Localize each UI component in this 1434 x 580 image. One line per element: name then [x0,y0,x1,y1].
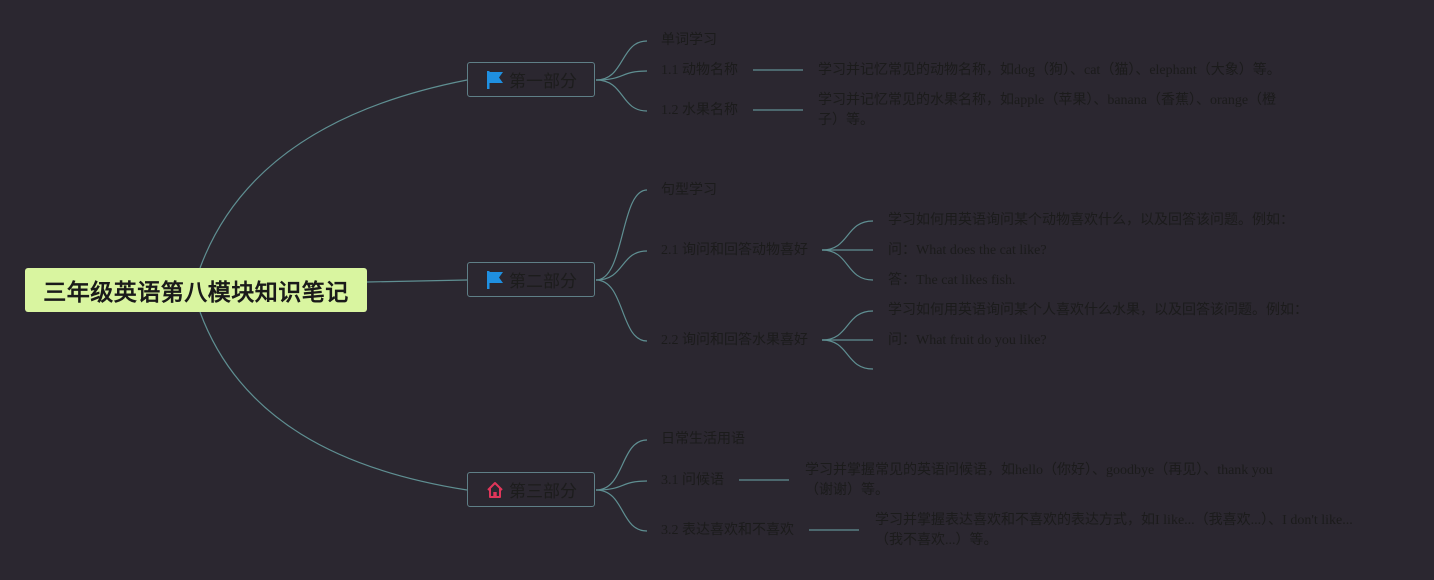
flag-icon [487,270,503,289]
link-part3-heading [595,439,648,491]
item-1-1-detail[interactable]: 学习并记忆常见的动物名称，如dog（狗）、cat（猫）、elephant（大象）… [818,63,1281,78]
link-part2-item2 [595,279,648,342]
item-2-1-detail-3[interactable]: 答：The cat likes fish. [888,273,1016,288]
part-1-heading[interactable]: 单词学习 [661,33,717,48]
link-part3-item2 [595,489,648,532]
part-2-topic[interactable]: 第二部分 [467,262,595,297]
root-topic[interactable]: 三年级英语第八模块知识笔记 [25,268,367,312]
part-3-topic[interactable]: 第三部分 [467,472,595,507]
item-1-2-detail[interactable]: 学习并记忆常见的水果名称，如apple（苹果）、banana（香蕉）、orang… [818,93,1277,128]
link-part1-item1 [595,70,648,81]
item-1-2-label[interactable]: 1.2 水果名称 [661,103,738,118]
item-3-1-detail[interactable]: 学习并掌握常见的英语问候语，如hello（你好）、goodbye（再见）、tha… [805,463,1273,498]
item-2-1-detail-2[interactable]: 问：What does the cat like? [888,243,1047,258]
item-3-2-detail[interactable]: 学习并掌握表达喜欢和不喜欢的表达方式，如I like...（我喜欢...）、I … [875,513,1353,548]
item-2-2-detail-1[interactable]: 学习如何用英语询问某个人喜欢什么水果，以及回答该问题。例如： [888,303,1308,318]
item-2-2-label[interactable]: 2.2 询问和回答水果喜好 [661,333,808,348]
part-2-title: 第二部分 [509,272,577,292]
link-part2-item1 [595,250,648,281]
item-2-1-detail-1[interactable]: 学习如何用英语询问某个动物喜欢什么，以及回答该问题。例如： [888,213,1294,228]
link-root-part1 [199,79,468,269]
link-item22-detail3 [821,339,874,370]
link-part1-item2 [595,79,648,112]
link-part1-heading [595,40,648,81]
link-part2-heading [595,189,648,281]
link-item22-detail1 [821,310,874,341]
flag-icon [487,70,503,89]
part-1-topic[interactable]: 第一部分 [467,62,595,97]
link-part3-item1 [595,480,648,491]
item-1-1-label[interactable]: 1.1 动物名称 [661,63,738,78]
item-3-1-label[interactable]: 3.1 问候语 [661,473,724,488]
item-3-2-label[interactable]: 3.2 表达喜欢和不喜欢 [661,523,794,538]
part-2-heading[interactable]: 句型学习 [661,183,717,198]
item-2-1-label[interactable]: 2.1 询问和回答动物喜好 [661,243,808,258]
part-3-heading[interactable]: 日常生活用语 [661,432,745,447]
link-item21-detail3 [821,249,874,281]
link-item21-detail1 [821,220,874,251]
part-3-title: 第三部分 [509,482,577,502]
link-root-part2 [366,279,468,283]
part-1-title: 第一部分 [509,72,577,92]
home-icon [487,481,503,498]
root-title: 三年级英语第八模块知识笔记 [43,280,349,306]
item-2-2-detail-2[interactable]: 问：What fruit do you like? [888,333,1047,348]
link-root-part3 [199,311,468,491]
